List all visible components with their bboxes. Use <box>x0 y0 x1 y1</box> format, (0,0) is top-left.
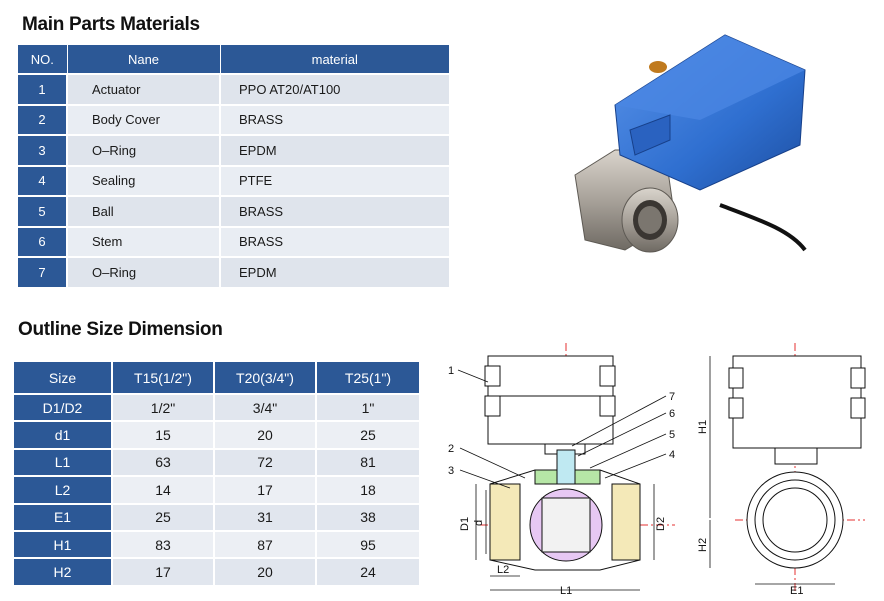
dim-value: 14 <box>111 475 214 504</box>
callout-3: 3 <box>448 465 454 477</box>
part-no: 6 <box>18 225 68 257</box>
header-material: material <box>220 45 449 74</box>
header-size: Size <box>14 362 112 394</box>
dim-label-h1: H1 <box>697 420 709 434</box>
part-material: PTFE <box>220 164 449 196</box>
dim-label-l1: L1 <box>560 585 572 597</box>
dim-value: 24 <box>315 557 419 585</box>
callout-5: 5 <box>669 429 675 441</box>
dim-value: 83 <box>111 529 214 559</box>
dim-value: 18 <box>315 475 419 504</box>
part-name: Sealing <box>67 164 221 196</box>
dim-label: H1 <box>14 529 112 559</box>
dim-value: 3/4" <box>213 392 316 422</box>
dim-label-d1: D1 <box>459 517 471 531</box>
dim-label: d1 <box>14 420 112 449</box>
dim-label: L1 <box>14 447 112 477</box>
valve-section-drawing: 1 2 3 4 5 6 7 D1 d D2 L2 L1 <box>448 343 675 597</box>
dim-label: L2 <box>14 475 112 504</box>
dim-value: 95 <box>315 529 419 559</box>
dim-value: 1/2" <box>111 392 214 422</box>
dimensions-title: Outline Size Dimension <box>18 319 223 340</box>
part-name: O–Ring <box>67 134 221 166</box>
dimensions-header-row: Size T15(1/2") T20(3/4") T25(1") <box>14 362 419 394</box>
dim-value: 15 <box>111 420 214 449</box>
dim-value: 63 <box>111 447 214 477</box>
callout-2: 2 <box>448 443 454 455</box>
part-name: Stem <box>67 225 221 257</box>
part-name: Actuator <box>67 73 221 105</box>
part-no: 2 <box>18 103 68 135</box>
dim-label: D1/D2 <box>14 392 112 422</box>
header-name: Nane <box>67 45 221 74</box>
dim-value: 20 <box>213 557 316 585</box>
dim-label-l2: L2 <box>497 564 509 576</box>
part-name: O–Ring <box>67 256 221 287</box>
materials-header-row: NO. Nane material <box>18 45 449 74</box>
valve-side-drawing: H1 H2 E1 <box>697 343 866 597</box>
dim-label-d2: D2 <box>655 517 667 531</box>
part-name: Ball <box>67 195 221 227</box>
dim-label: E1 <box>14 502 112 531</box>
part-no: 4 <box>18 164 68 196</box>
part-material: BRASS <box>220 225 449 257</box>
dim-value: 81 <box>315 447 419 477</box>
dim-label-d: d <box>473 520 485 526</box>
dim-value: 1" <box>315 392 419 422</box>
dim-value: 72 <box>213 447 316 477</box>
part-no: 5 <box>18 195 68 227</box>
dim-label: H2 <box>14 557 112 585</box>
valve-product-photo <box>574 34 807 253</box>
dim-value: 87 <box>213 529 316 559</box>
header-no: NO. <box>18 45 68 74</box>
part-name: Body Cover <box>67 103 221 135</box>
part-material: BRASS <box>220 195 449 227</box>
dim-value: 31 <box>213 502 316 531</box>
part-material: BRASS <box>220 103 449 135</box>
callout-4: 4 <box>669 449 675 461</box>
header-t25: T25(1") <box>315 362 419 394</box>
dim-label-e1: E1 <box>790 585 803 597</box>
part-material: EPDM <box>220 134 449 166</box>
part-no: 3 <box>18 134 68 166</box>
materials-title: Main Parts Materials <box>22 14 200 35</box>
part-material: EPDM <box>220 256 449 287</box>
dim-value: 17 <box>213 475 316 504</box>
part-no: 1 <box>18 73 68 105</box>
dim-label-h2: H2 <box>697 538 709 552</box>
dim-value: 25 <box>315 420 419 449</box>
callout-7: 7 <box>669 391 675 403</box>
dim-value: 20 <box>213 420 316 449</box>
dim-value: 25 <box>111 502 214 531</box>
header-t20: T20(3/4") <box>213 362 316 394</box>
callout-6: 6 <box>669 408 675 420</box>
dim-value: 17 <box>111 557 214 585</box>
header-t15: T15(1/2") <box>111 362 214 394</box>
dim-value: 38 <box>315 502 419 531</box>
part-material: PPO AT20/AT100 <box>220 73 449 105</box>
part-no: 7 <box>18 256 68 287</box>
callout-1: 1 <box>448 365 454 377</box>
